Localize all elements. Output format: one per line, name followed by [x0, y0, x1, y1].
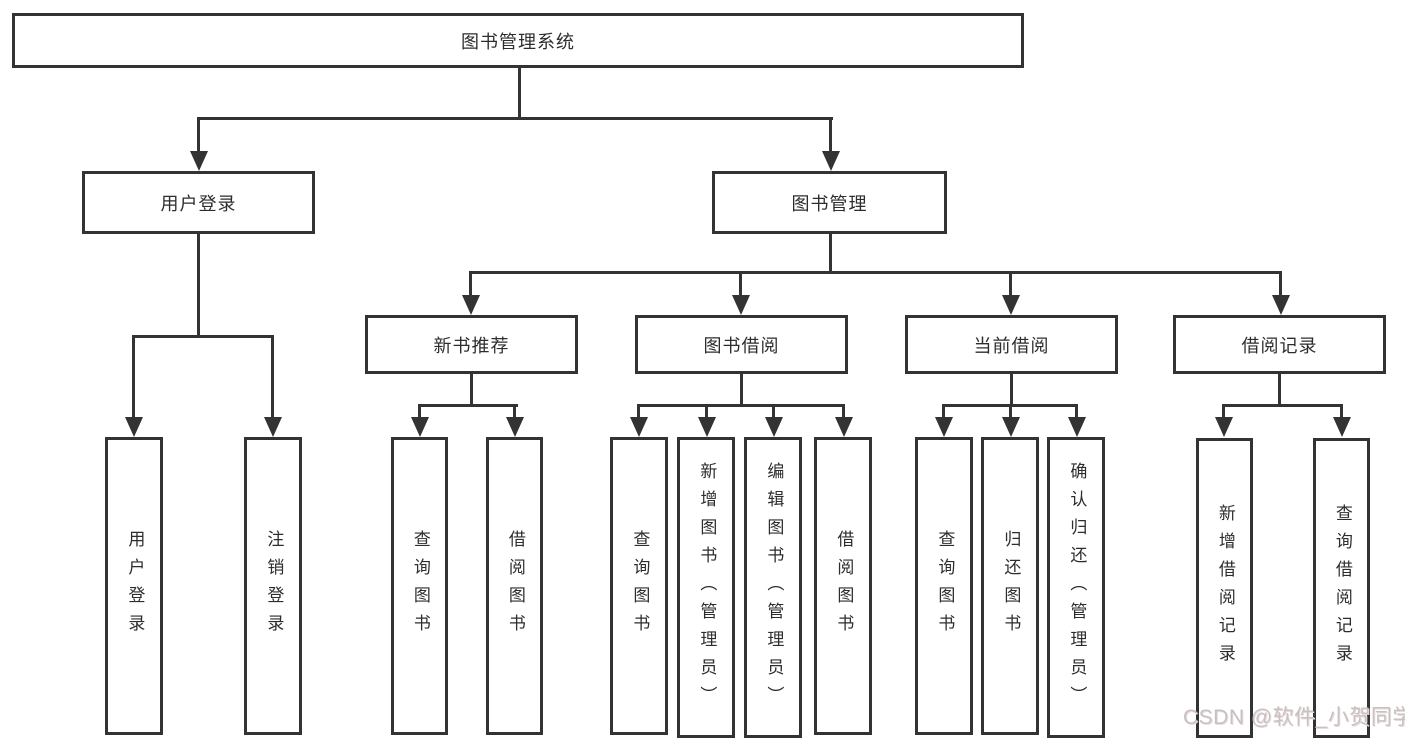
arrowhead-down	[1068, 417, 1086, 437]
connector-line	[1010, 374, 1013, 407]
connector-line	[637, 404, 845, 407]
connector-line	[418, 404, 421, 419]
node-user-login: 用户登录	[82, 171, 315, 234]
connector-line	[1278, 374, 1281, 407]
arrowhead-down	[935, 417, 953, 437]
node-system-root: 图书管理系统	[12, 13, 1024, 68]
connector-line	[1279, 271, 1282, 297]
arrowhead-down	[1272, 295, 1290, 315]
leaf-logout: 注销登录	[244, 437, 302, 735]
connector-line	[637, 404, 640, 419]
arrowhead-down	[264, 417, 282, 437]
connector-line	[739, 271, 742, 297]
leaf-query-books-current: 查询图书	[915, 437, 973, 735]
leaf-label: 查询借阅记录	[1332, 504, 1352, 672]
leaf-label: 用户登录	[125, 530, 145, 642]
leaf-user-login: 用户登录	[105, 437, 163, 735]
arrowhead-down	[1002, 417, 1020, 437]
leaf-label: 新增图书（管理员）	[697, 461, 717, 714]
leaf-label: 注销登录	[264, 530, 284, 642]
arrowhead-down	[462, 295, 480, 315]
connector-line	[197, 117, 200, 154]
connector-line	[518, 68, 521, 120]
leaf-confirm-return-admin: 确认归还（管理员）	[1047, 437, 1105, 738]
arrowhead-down	[630, 417, 648, 437]
leaf-add-books-admin: 新增图书（管理员）	[677, 437, 735, 738]
connector-line	[740, 374, 743, 407]
connector-line	[842, 404, 845, 419]
leaf-add-borrow-record: 新增借阅记录	[1196, 438, 1253, 738]
node-current-borrowing: 当前借阅	[905, 315, 1118, 374]
csdn-watermark: CSDN @软件_小贺同学	[1183, 706, 1405, 729]
leaf-label: 编辑图书（管理员）	[764, 461, 784, 714]
connector-line	[829, 117, 832, 154]
node-label: 借阅记录	[1241, 335, 1318, 356]
connector-line	[1009, 271, 1012, 297]
arrowhead-down	[125, 417, 143, 437]
connector-line	[1009, 404, 1012, 419]
leaf-label: 借阅图书	[505, 530, 525, 642]
leaf-return-books: 归还图书	[981, 437, 1039, 735]
node-new-book-recommend: 新书推荐	[365, 315, 578, 374]
leaf-label: 查询图书	[935, 530, 955, 642]
leaf-query-books-borrow: 查询图书	[610, 437, 668, 735]
node-label: 用户登录	[160, 193, 237, 214]
arrowhead-down	[1215, 417, 1233, 437]
connector-line	[197, 117, 833, 120]
arrowhead-down	[732, 295, 750, 315]
node-label: 图书借阅	[703, 335, 780, 356]
connector-line	[772, 404, 775, 419]
arrowhead-down	[190, 151, 208, 171]
node-label: 图书管理系统	[461, 31, 575, 52]
connector-line	[1075, 404, 1078, 419]
connector-line	[197, 234, 200, 338]
arrowhead-down	[835, 417, 853, 437]
connector-line	[132, 335, 135, 419]
connector-line	[1222, 404, 1343, 407]
connector-line	[705, 404, 708, 419]
connector-line	[470, 374, 473, 407]
connector-line	[132, 335, 274, 338]
leaf-query-borrow-record: 查询借阅记录	[1313, 438, 1370, 738]
leaf-label: 借阅图书	[834, 530, 854, 642]
arrowhead-down	[1002, 295, 1020, 315]
connector-line	[469, 271, 472, 297]
connector-line	[1340, 404, 1343, 419]
arrowhead-down	[698, 417, 716, 437]
connector-line	[1222, 404, 1225, 419]
node-borrowing-records: 借阅记录	[1173, 315, 1386, 374]
arrowhead-down	[1333, 417, 1351, 437]
connector-line	[271, 335, 274, 419]
node-book-management: 图书管理	[712, 171, 947, 234]
leaf-label: 新增借阅记录	[1215, 504, 1235, 672]
node-label: 当前借阅	[973, 335, 1050, 356]
arrowhead-down	[822, 151, 840, 171]
leaf-label: 查询图书	[630, 530, 650, 642]
connector-line	[829, 234, 832, 273]
connector-line	[469, 271, 1282, 274]
connector-line	[942, 404, 945, 419]
node-label: 新书推荐	[433, 335, 510, 356]
arrowhead-down	[506, 417, 524, 437]
leaf-borrow-books-recommend: 借阅图书	[486, 437, 543, 735]
connector-line	[418, 404, 518, 407]
arrowhead-down	[411, 417, 429, 437]
node-book-borrowing: 图书借阅	[635, 315, 848, 374]
leaf-label: 归还图书	[1001, 530, 1021, 642]
node-label: 图书管理	[791, 193, 868, 214]
connector-line	[513, 404, 516, 419]
leaf-edit-books-admin: 编辑图书（管理员）	[744, 437, 802, 738]
arrowhead-down	[765, 417, 783, 437]
leaf-label: 确认归还（管理员）	[1067, 461, 1087, 714]
leaf-label: 查询图书	[410, 530, 430, 642]
leaf-borrow-books: 借阅图书	[814, 437, 872, 735]
leaf-query-books-recommend: 查询图书	[391, 437, 448, 735]
